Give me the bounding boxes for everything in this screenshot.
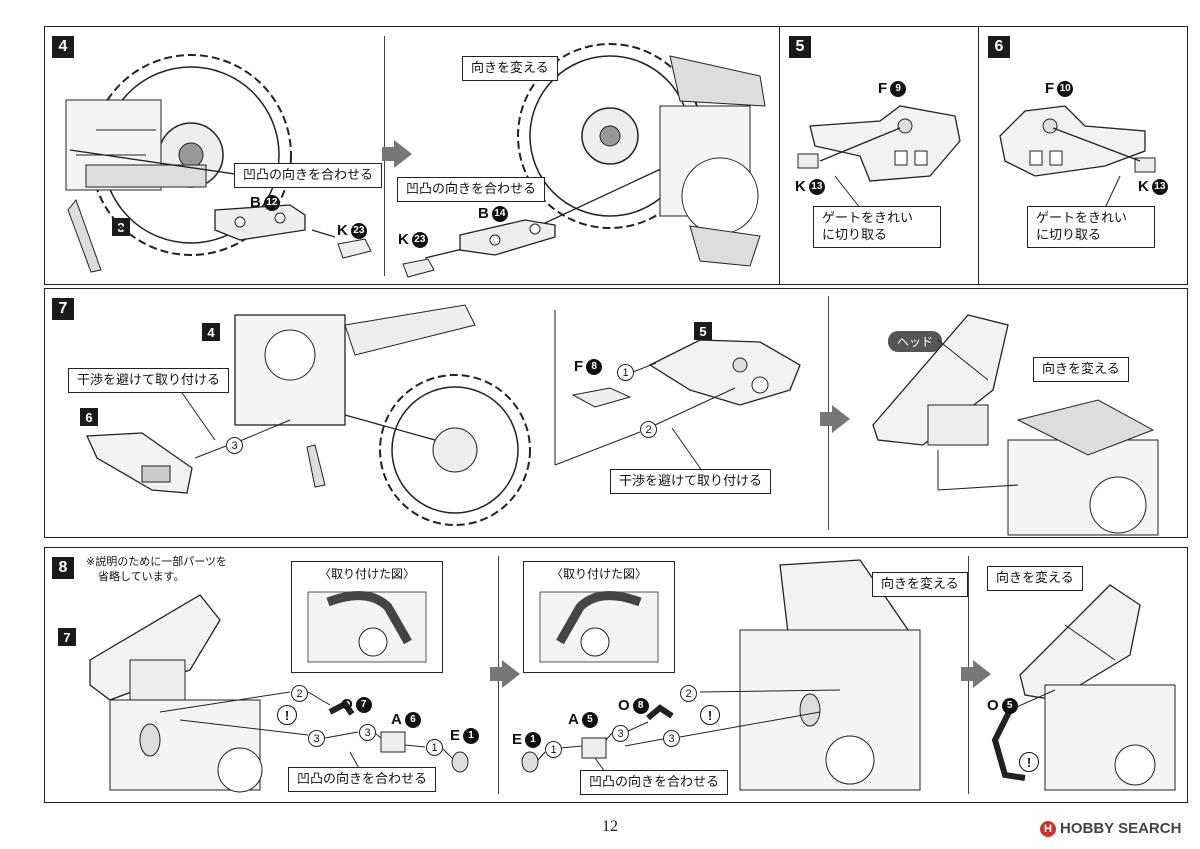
step-7-order-2: 2 bbox=[640, 421, 657, 438]
step-7-part-f8-art bbox=[571, 387, 632, 408]
step-4-callout-align-left: 凹凸の向きを合わせる bbox=[234, 163, 383, 188]
step-8-inset-a-art bbox=[307, 591, 427, 663]
step-8-engine-art-c bbox=[1019, 584, 1176, 791]
step-6-callout-gate-line2: に切り取る bbox=[1036, 228, 1102, 243]
step-7-callout-avoid-left: 干渉を避けて取り付ける bbox=[68, 368, 230, 393]
step-6-callout-gate-line1: ゲートをきれい bbox=[1036, 211, 1128, 226]
hobby-search-text: HOBBY SEARCH bbox=[1060, 820, 1182, 837]
step-7-part-6-art bbox=[86, 432, 193, 494]
step-8-inset-b-art bbox=[539, 591, 659, 663]
step-7-callout-avoid-right: 干渉を避けて取り付ける bbox=[610, 469, 772, 494]
step-5-number: 5 bbox=[789, 36, 811, 58]
step-4-wheel-art-right bbox=[517, 43, 766, 267]
step-8-c-warning-icon: ! bbox=[1019, 752, 1039, 772]
step-8-inset-a: 〈取り付けた図〉 bbox=[291, 561, 443, 673]
step-8-inset-b-caption: 〈取り付けた図〉 bbox=[550, 567, 647, 581]
step-8-b-order-1: 1 bbox=[545, 741, 562, 758]
step-8-note-line2: 省略しています。 bbox=[98, 570, 185, 583]
step-7-head-art bbox=[872, 314, 1159, 536]
step-7-flow-arrow bbox=[820, 405, 850, 433]
step-8-flow-arrow-2 bbox=[961, 660, 991, 688]
step-8-ref-7: 7 bbox=[58, 628, 76, 646]
step-8-b-order-3-short: 3 bbox=[612, 725, 629, 742]
step-8-a-order-3-short: 3 bbox=[359, 724, 376, 741]
step-7-callout-rotate: 向きを変える bbox=[1033, 357, 1129, 382]
step-7-part-5-art bbox=[648, 339, 801, 406]
step-8-inset-a-caption: 〈取り付けた図〉 bbox=[318, 567, 415, 581]
step-6-number: 6 bbox=[988, 36, 1010, 58]
step-8-engine-art-a bbox=[89, 594, 263, 793]
step-6-cowl-art bbox=[999, 105, 1156, 209]
step-5-cowl-art bbox=[797, 105, 961, 209]
step-7-order-1: 1 bbox=[617, 364, 634, 381]
step-8-a-order-2: 2 bbox=[291, 685, 308, 702]
step-8-note-line1: ※説明のために一部パーツを bbox=[86, 555, 227, 568]
step-8-b-order-2: 2 bbox=[680, 685, 697, 702]
step-7-bike-art bbox=[234, 304, 531, 526]
step-7-ref-5: 5 bbox=[694, 322, 712, 340]
step-7-ref-6: 6 bbox=[80, 408, 98, 426]
step-6-callout-gate: ゲートをきれい に切り取る bbox=[1027, 206, 1155, 248]
step-8-inset-b: 〈取り付けた図〉 bbox=[523, 561, 675, 673]
step-5-callout-gate: ゲートをきれい に切り取る bbox=[813, 206, 941, 248]
hobby-search-logo-icon: H bbox=[1040, 820, 1056, 837]
step-4-part-b14-art bbox=[459, 219, 556, 256]
step-8-callout-rotate-b: 向きを変える bbox=[872, 572, 968, 597]
step-7-order-3: 3 bbox=[226, 437, 243, 454]
step-8-b-warning-icon: ! bbox=[700, 705, 720, 725]
hobby-search-watermark: H HOBBY SEARCH bbox=[1040, 820, 1181, 837]
step-8-note: ※説明のために一部パーツを 省略しています。 bbox=[86, 554, 227, 584]
step-8-flow-arrow-1 bbox=[490, 660, 520, 688]
step-8-callout-rotate-c: 向きを変える bbox=[987, 566, 1083, 591]
step-8-callout-align-b: 凹凸の向きを合わせる bbox=[580, 770, 729, 795]
step-4-flow-arrow bbox=[382, 140, 412, 168]
step-7-head-label: ヘッド bbox=[888, 331, 943, 352]
step-4-part-k23a-art bbox=[337, 238, 372, 259]
step-8-callout-align-a: 凹凸の向きを合わせる bbox=[288, 767, 437, 792]
step-4-callout-align-right: 凹凸の向きを合わせる bbox=[397, 177, 546, 202]
step-8-b-order-3-long: 3 bbox=[663, 730, 680, 747]
step-7-ref-4: 4 bbox=[202, 323, 220, 341]
step-5-callout-gate-line1: ゲートをきれい bbox=[822, 211, 914, 226]
step-4-callout-rotate: 向きを変える bbox=[462, 56, 558, 81]
step-8-a-order-3-long: 3 bbox=[308, 730, 325, 747]
step-7-number: 7 bbox=[52, 298, 74, 320]
step-8-a-order-1: 1 bbox=[426, 739, 443, 756]
step-4-part-b12-art bbox=[214, 204, 306, 241]
step-4-wheel-art-left bbox=[65, 54, 292, 273]
step-5-callout-gate-line2: に切り取る bbox=[822, 228, 888, 243]
step-4-number: 4 bbox=[52, 36, 74, 58]
step-8-engine-art-b bbox=[739, 559, 921, 791]
page-number: 12 bbox=[602, 818, 618, 835]
step-8-number: 8 bbox=[52, 557, 74, 579]
step-8-a-warning-icon: ! bbox=[277, 705, 297, 725]
step-4-part-k23b-art bbox=[402, 258, 435, 278]
